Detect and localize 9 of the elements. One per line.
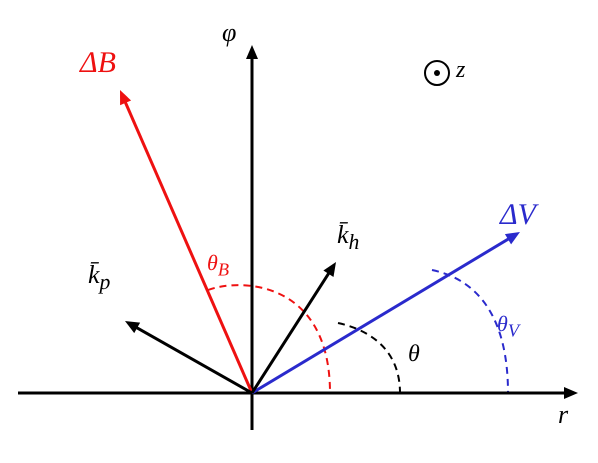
- axis-label: φ: [222, 20, 236, 46]
- vector-label: k̄$_{h}$: [337, 222, 360, 254]
- angle-label: θ$_{B}$: [207, 252, 230, 279]
- axis-label: r: [558, 402, 568, 428]
- vector-label: k̄$_{p}$: [88, 262, 110, 294]
- angle-label: θ: [408, 342, 420, 366]
- vector-label: ΔB: [80, 48, 116, 78]
- angle-label: θ$_{V}$: [497, 313, 520, 340]
- axis-label: z: [456, 58, 466, 82]
